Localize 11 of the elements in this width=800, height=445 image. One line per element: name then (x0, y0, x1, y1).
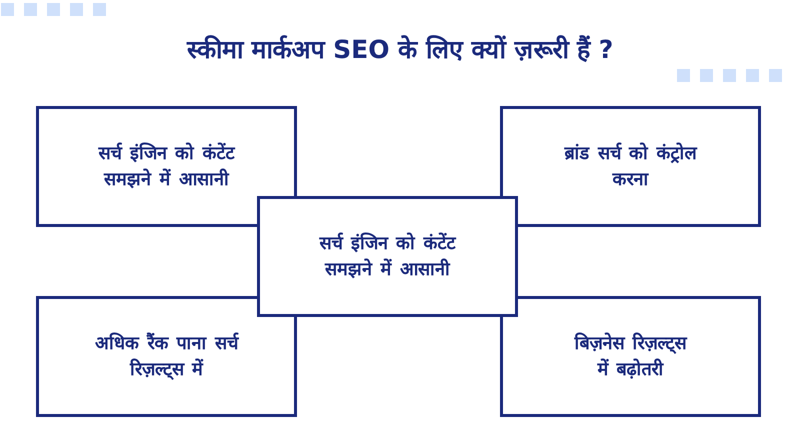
benefit-text: अधिक रैंक पाना सर्च रिज़ल्ट्स में (94, 332, 240, 382)
benefit-text: सर्च इंजिन को कंटेंट समझने में आसानी (97, 142, 236, 192)
benefit-text: ब्रांड सर्च को कंट्रोल करना (563, 142, 698, 192)
benefit-text: सर्च इंजिन को कंटेंट समझने में आसानी (318, 232, 458, 282)
benefit-card (257, 196, 518, 317)
title: स्कीमा मार्कअप SEO के लिए क्यों ज़रूरी हैं ? (186, 34, 614, 66)
benefit-card (36, 296, 297, 417)
benefit-card (36, 106, 297, 227)
benefit-text: बिज़नेस रिज़ल्ट्स में बढ़ोतरी (573, 332, 688, 382)
benefit-card (500, 296, 761, 417)
benefit-card (500, 106, 761, 227)
